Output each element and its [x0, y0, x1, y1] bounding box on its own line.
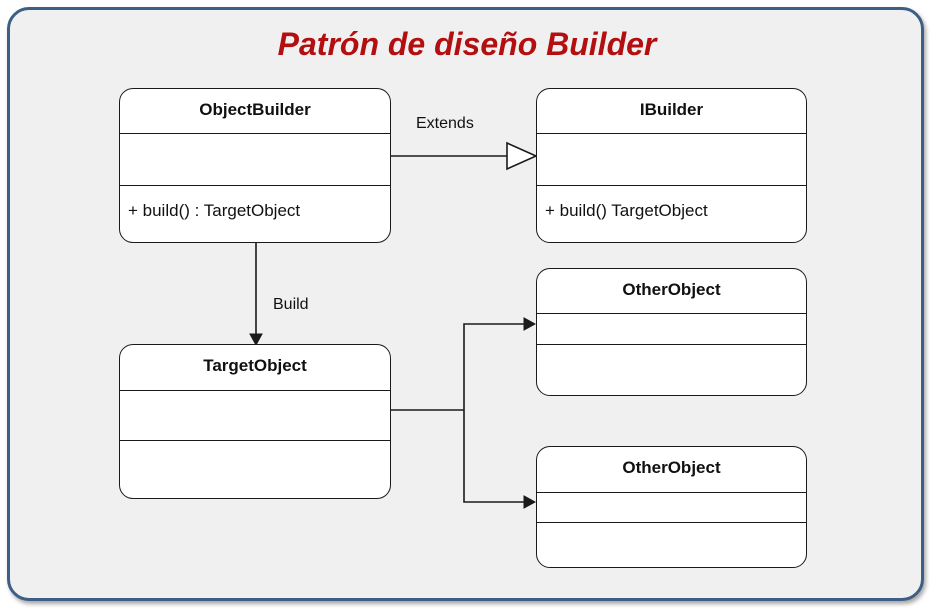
attributes-section: [120, 134, 390, 186]
operations-section: + build() TargetObject: [537, 186, 806, 242]
build-label: Build: [273, 296, 309, 313]
class-name: ObjectBuilder: [120, 89, 390, 134]
association-branch-upper: [463, 323, 525, 410]
association-arrowhead-lower: [523, 495, 537, 509]
association-arrowhead-upper: [523, 317, 537, 331]
class-object-builder[interactable]: ObjectBuilder + build() : TargetObject: [119, 88, 391, 243]
extends-label: Extends: [416, 115, 474, 132]
diagram-title: Patrón de diseño Builder: [277, 26, 657, 62]
class-name: OtherObject: [537, 447, 806, 493]
operations-section: [120, 441, 390, 498]
attributes-section: [120, 391, 390, 441]
class-target-object[interactable]: TargetObject: [119, 344, 391, 499]
method-build: + build() : TargetObject: [128, 201, 301, 220]
attributes-section: [537, 134, 806, 186]
attributes-section: [537, 314, 806, 345]
class-name: TargetObject: [120, 345, 390, 391]
operations-section: + build() : TargetObject: [120, 186, 390, 242]
association-branch-lower: [463, 410, 525, 503]
class-other-object-1[interactable]: OtherObject: [536, 268, 807, 396]
extends-arrowhead: [506, 141, 538, 171]
class-name: IBuilder: [537, 89, 806, 134]
operations-section: [537, 345, 806, 395]
operations-section: [537, 523, 806, 567]
class-name: OtherObject: [537, 269, 806, 314]
class-ibuilder[interactable]: IBuilder + build() TargetObject: [536, 88, 807, 243]
build-arrowhead: [249, 333, 263, 347]
method-build: + build() TargetObject: [545, 201, 708, 220]
attributes-section: [537, 493, 806, 523]
class-other-object-2[interactable]: OtherObject: [536, 446, 807, 568]
